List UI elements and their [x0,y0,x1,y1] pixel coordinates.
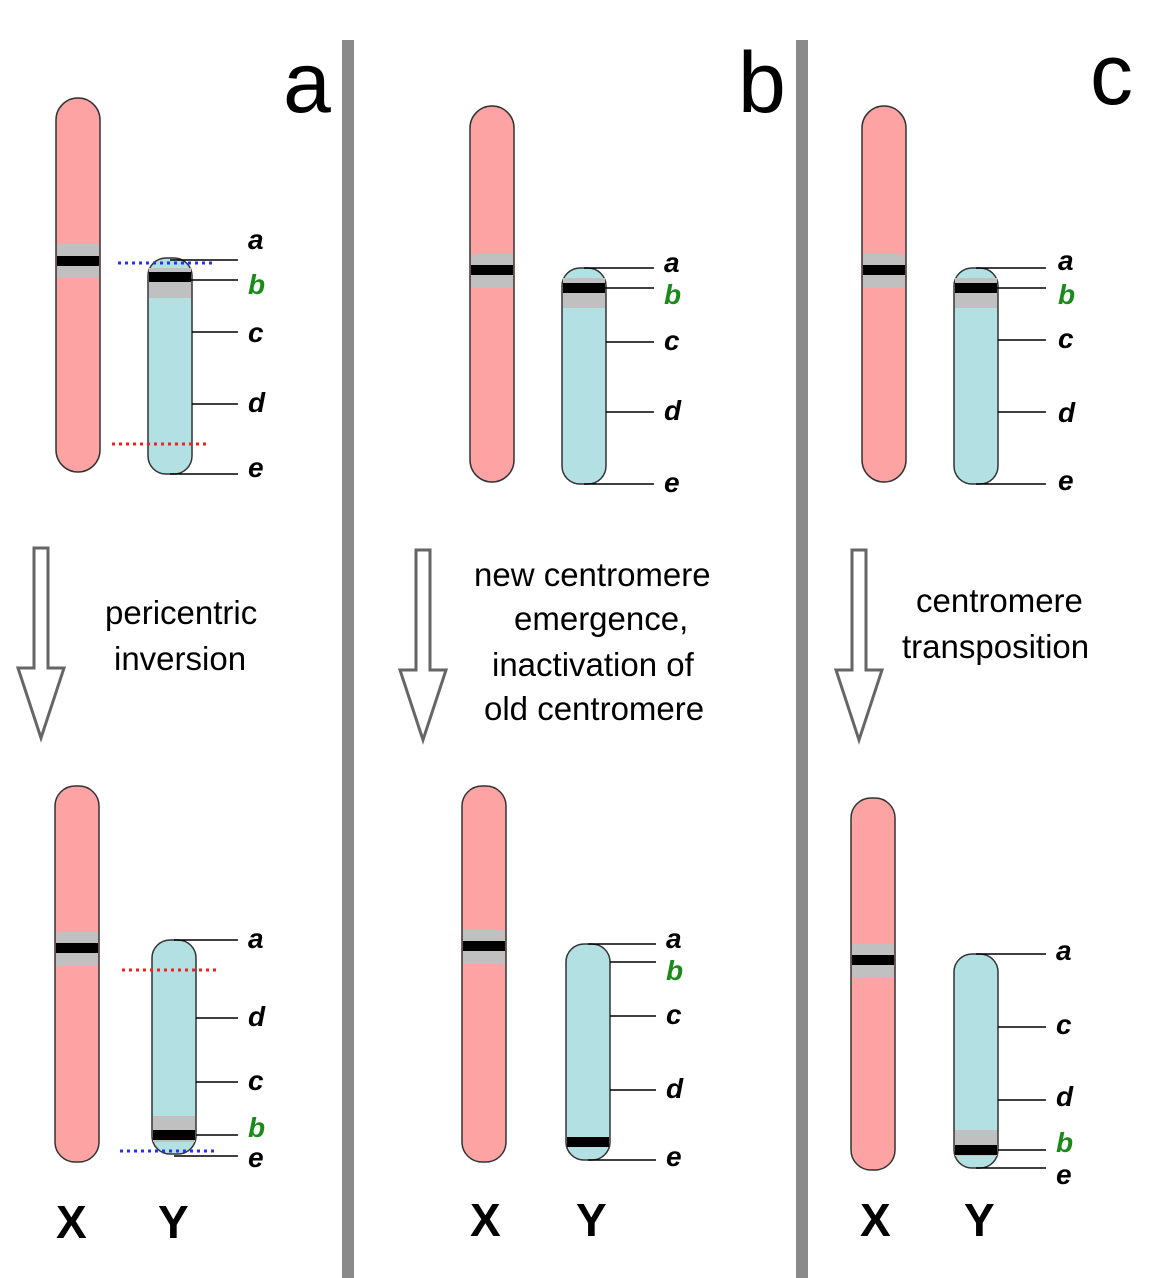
x-label: X [470,1194,501,1246]
caption-line: inversion [114,640,246,677]
gene-label-d: d [1056,1081,1074,1112]
gene-label-a: a [248,224,264,255]
gene-label-b: b [664,279,681,310]
gene-label-c: c [1056,1009,1072,1040]
gene-label-e: e [248,1142,264,1173]
gene-label-d: d [664,395,682,426]
gene-label-a: a [1056,935,1072,966]
divider-right [796,40,808,1278]
down-arrow-icon [15,546,67,743]
y-chromosome-after [565,943,611,1161]
panel-c: a b c d e centromere transposition a c d… [833,105,1089,1246]
panel-letter-a: a [283,35,331,131]
gene-label-c: c [248,317,264,348]
caption-line: new centromere [474,556,711,593]
gene-label-b: b [248,269,265,300]
down-arrow-icon [397,548,449,745]
gene-label-d: d [248,387,266,418]
caption-line: inactivation of [492,646,695,683]
divider-left [342,40,354,1278]
gene-label-e: e [664,467,680,498]
caption-line: old centromere [484,690,704,727]
gene-label-a: a [666,923,682,954]
caption-line: emergence, [514,600,688,637]
x-chromosome-after [54,785,100,1163]
x-chromosome-before [861,105,907,483]
gene-label-e: e [1058,465,1074,496]
gene-label-e: e [248,452,264,483]
caption-line: pericentric [105,594,257,631]
caption-line: transposition [902,628,1089,665]
gene-label-c: c [248,1065,264,1096]
gene-label-a: a [1058,245,1074,276]
y-chromosome-after [953,953,999,1169]
gene-label-b: b [1056,1127,1073,1158]
gene-label-c: c [666,999,682,1030]
panel-b: a b c d e new centromere emergence, inac… [397,105,711,1246]
gene-label-a: a [248,923,264,954]
x-label: X [860,1194,891,1246]
x-label: X [56,1196,87,1248]
gene-label-e: e [1056,1159,1072,1190]
panel-a: a b c d e pericentric inversion a [15,97,266,1248]
x-chromosome-after [850,797,896,1171]
gene-label-a: a [664,247,680,278]
gene-label-b: b [248,1112,265,1143]
gene-label-c: c [664,325,680,356]
gene-label-e: e [666,1141,682,1172]
y-chromosome-before [147,257,193,475]
y-chromosome-before [953,267,999,485]
x-chromosome-before [469,105,515,483]
y-chromosome-before [561,267,607,485]
y-chromosome-after [151,939,197,1155]
gene-label-b: b [1058,279,1075,310]
y-label: Y [964,1194,995,1246]
x-chromosome-after [461,785,507,1163]
caption-line: centromere [916,582,1083,619]
x-chromosome-before [55,97,101,473]
gene-label-b: b [666,955,683,986]
y-label: Y [576,1194,607,1246]
gene-label-d: d [248,1001,266,1032]
gene-label-d: d [666,1073,684,1104]
panel-letter-b: b [738,35,786,131]
down-arrow-icon [833,548,885,745]
gene-label-d: d [1058,397,1076,428]
y-label: Y [158,1196,189,1248]
gene-label-c: c [1058,323,1074,354]
panel-letter-c: c [1090,27,1133,123]
